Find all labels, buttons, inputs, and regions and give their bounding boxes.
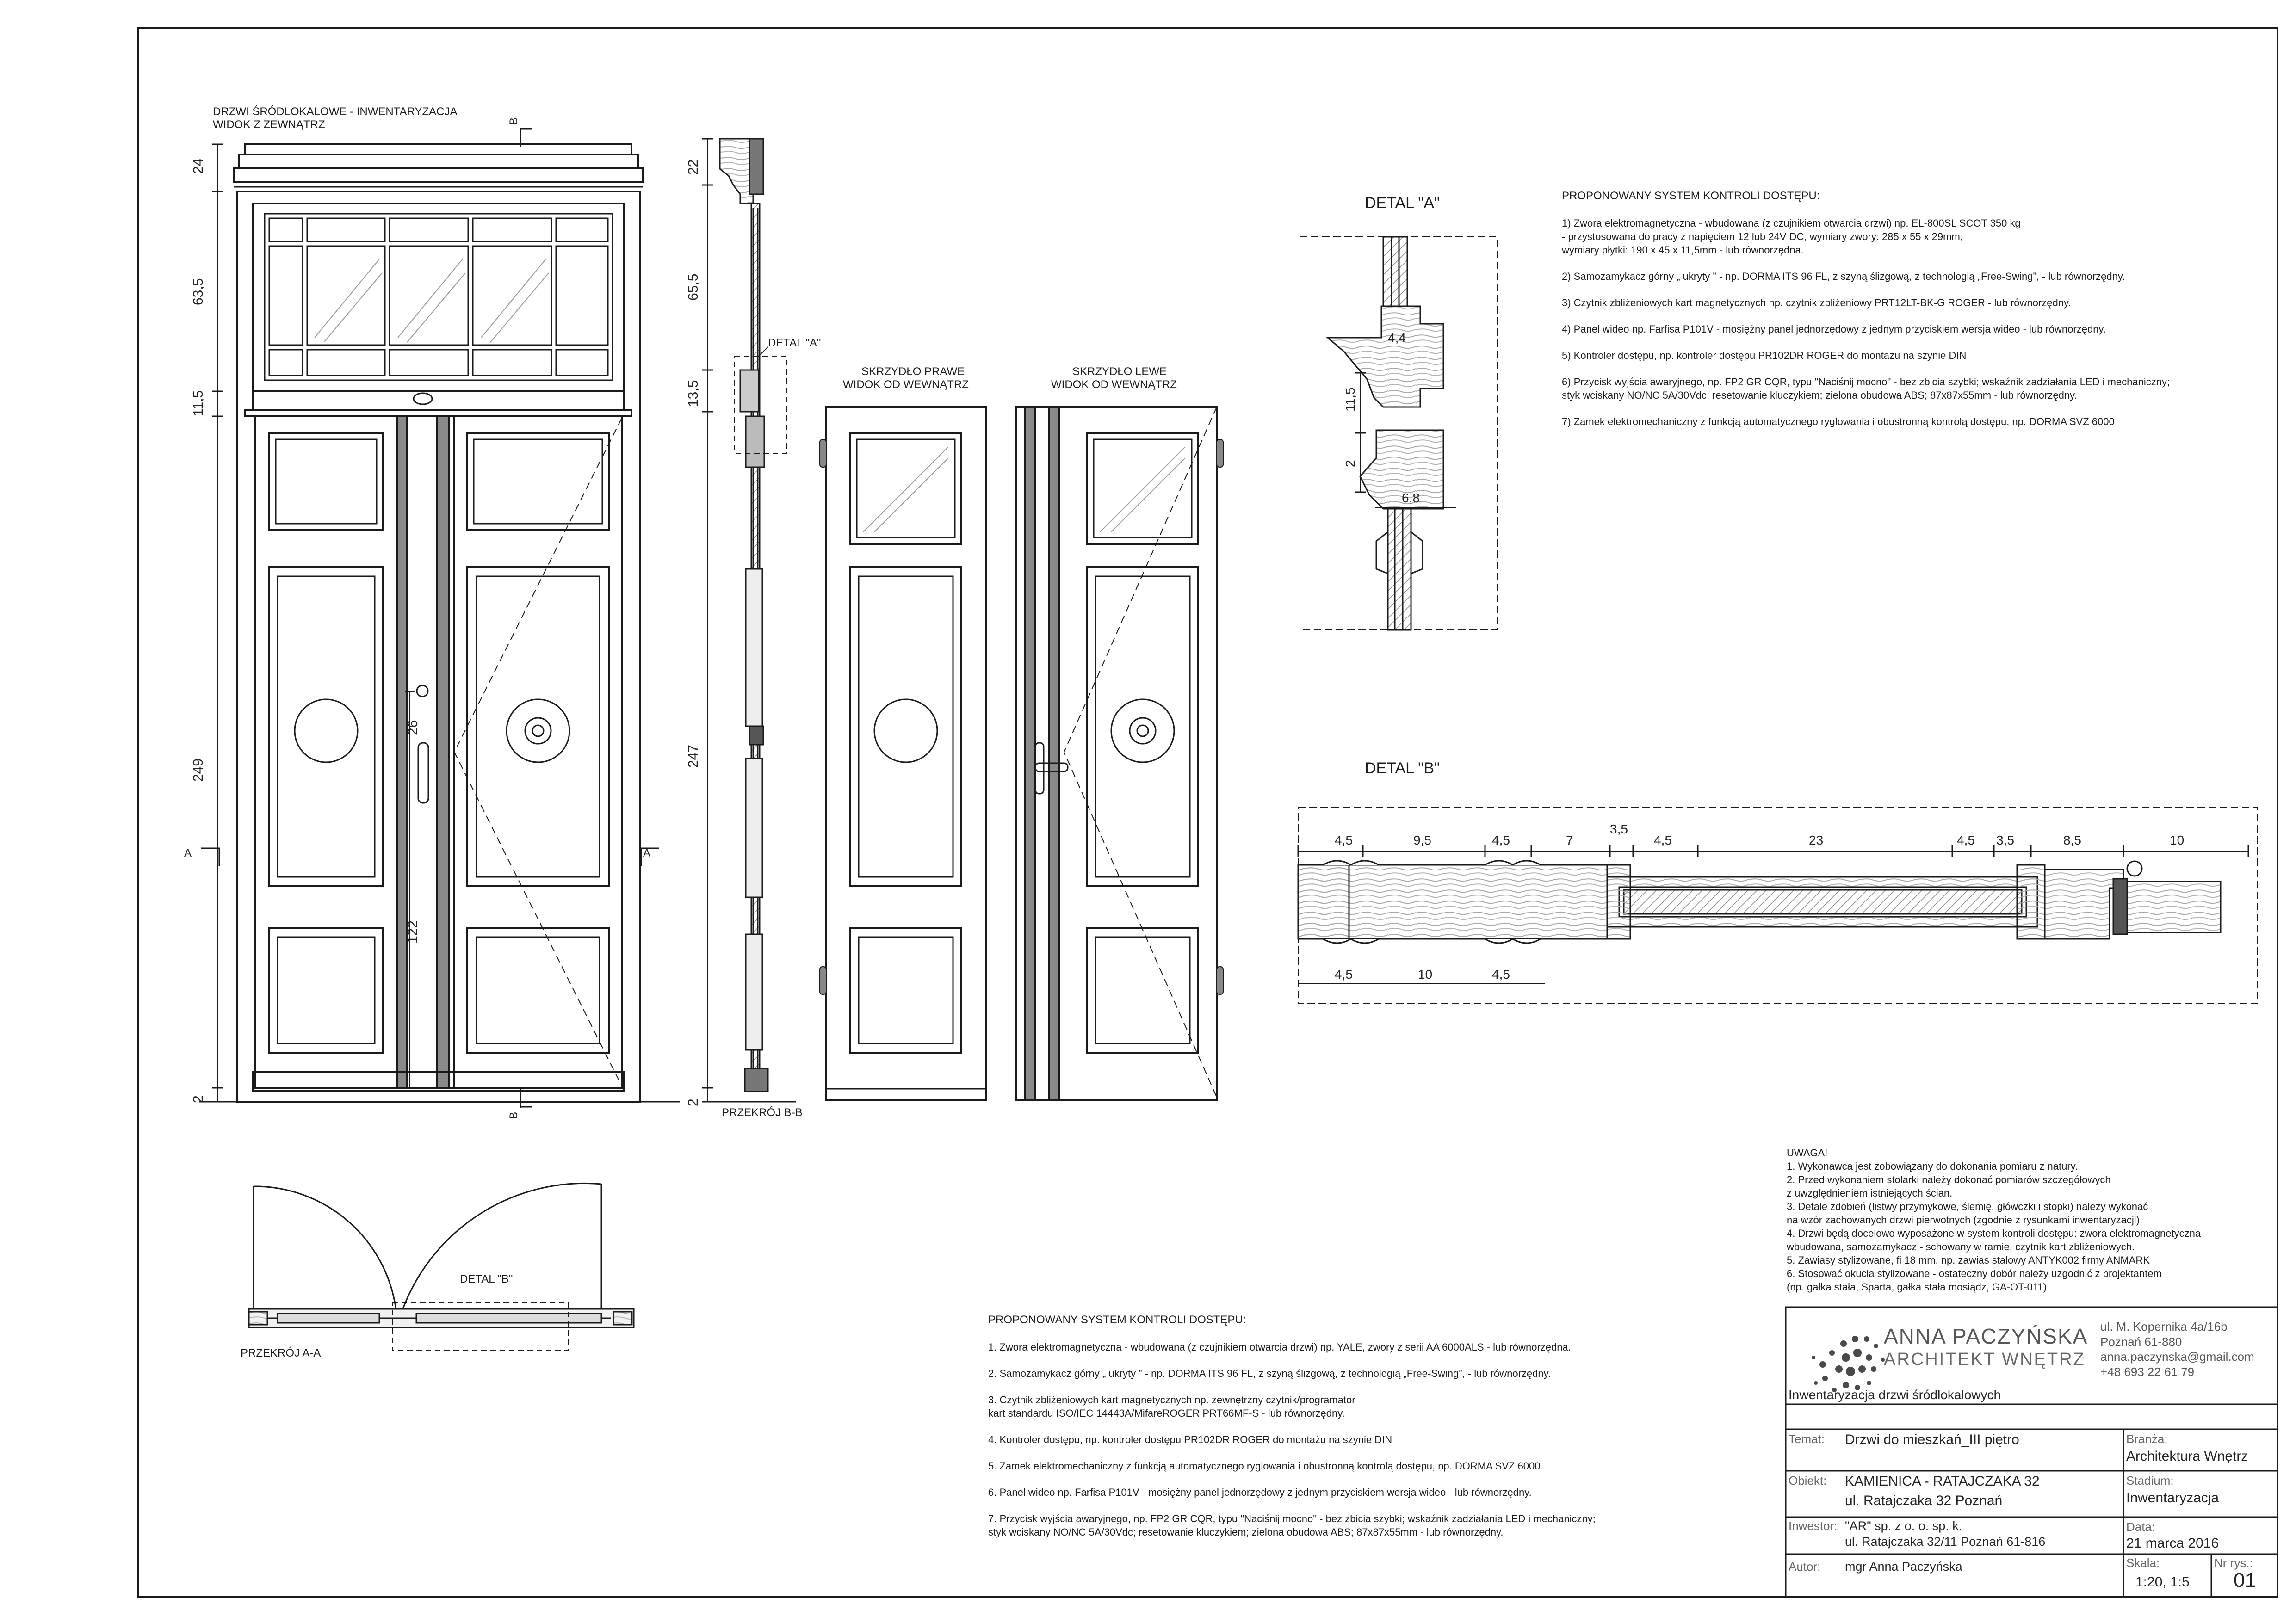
detail-b-dims-top: 4,5 9,5 4,5 7 3,5 4,5 23 4,5 3,5 8,5 10 [1335, 822, 2184, 847]
temat-label: Temat: [1789, 1432, 1825, 1446]
svg-text:4,5: 4,5 [1335, 967, 1353, 981]
mark-b-top: B [507, 117, 520, 125]
notes-block: UWAGA! 1. Wykonawca jest zobowiązany do … [1787, 1146, 2277, 1294]
section-a-a [248, 1182, 635, 1351]
bb-dim-247: 247 [686, 745, 701, 768]
bb-dim-2: 2 [686, 1098, 701, 1106]
dim-122: 122 [405, 920, 421, 944]
skala-label: Skala: [2126, 1556, 2160, 1570]
svg-text:4,5: 4,5 [1335, 833, 1353, 847]
access-bottom-heading: PROPONOWANY SYSTEM KONTROLI DOSTĘPU: [988, 1314, 1246, 1326]
obiekt-value-1: KAMIENICA - RATAJCZAKA 32 [1845, 1474, 2040, 1489]
leaf-left-title-2: WIDOK OD WEWNĄTRZ [1051, 378, 1177, 391]
da-dim-4-4: 4,4 [1388, 331, 1406, 345]
elevation-dims: 24 63,5 11,5 249 2 26 122 [191, 159, 421, 1103]
svg-text:9,5: 9,5 [1413, 833, 1431, 847]
obiekt-value-2: ul. Ratajczaka 32 Poznań [1845, 1493, 2003, 1508]
section-marks: B B A A [184, 117, 650, 1119]
section-b-b [702, 138, 796, 1103]
mark-a-right: A [643, 847, 650, 859]
bb-dim-22: 22 [686, 160, 701, 175]
leaf-right-title-2: WIDOK OD WEWNĄTRZ [843, 378, 969, 391]
detail-b-title: DETAL "B" [1365, 759, 1440, 777]
nr-value: 01 [2234, 1569, 2256, 1592]
access-control-top: PROPONOWANY SYSTEM KONTROLI DOSTĘPU: 1) … [1562, 189, 2256, 428]
skala-value: 1:20, 1:5 [2135, 1574, 2190, 1590]
mark-b-bottom: B [507, 1112, 520, 1119]
leaf-right-title-1: SKRZYDŁO PRAWE [861, 365, 965, 378]
svg-text:4,5: 4,5 [1492, 967, 1510, 981]
section-aa-detail-ref: DETAL "B" [460, 1273, 513, 1285]
detail-b-dims-bottom: 4,5 10 4,5 [1335, 967, 1510, 981]
stadium-label: Stadium: [2126, 1474, 2174, 1487]
dim-24: 24 [191, 159, 206, 174]
dim-26: 26 [405, 720, 421, 735]
inwestor-label: Inwestor: [1789, 1519, 1838, 1533]
elevation-title-1: DRZWI ŚRÓDLOKALOWE - INWENTARYZACJA [213, 105, 458, 118]
section-bb-dims: 22 65,5 13,5 247 2 [686, 160, 701, 1106]
access-control-bottom: PROPONOWANY SYSTEM KONTROLI DOSTĘPU: 1. … [988, 1313, 1738, 1539]
dim-11-5: 11,5 [191, 390, 206, 416]
da-dim-6-8: 6,8 [1402, 491, 1420, 505]
section-bb-label: PRZEKRÓJ B-B [722, 1106, 803, 1119]
svg-text:10: 10 [1418, 967, 1432, 981]
sheet-border [137, 27, 2278, 1598]
data-label: Data: [2126, 1520, 2155, 1534]
leaf-right-interior [819, 406, 987, 1101]
notes-heading: UWAGA! [1787, 1147, 1828, 1159]
autor-label: Autor: [1789, 1560, 1821, 1574]
svg-text:4,5: 4,5 [1957, 833, 1975, 847]
dim-63-5: 63,5 [191, 278, 206, 305]
inwestor-value-2: ul. Ratajczaka 32/11 Poznań 61-816 [1845, 1535, 2046, 1549]
da-dim-11-5: 11,5 [1343, 388, 1357, 412]
bb-dim-65-5: 65,5 [686, 274, 701, 301]
mark-a-left: A [184, 847, 192, 859]
svg-text:10: 10 [2170, 833, 2184, 847]
inwestor-value-1: "AR" sp. z o. o. sp. k. [1845, 1519, 1962, 1533]
stadium-value: Inwentaryzacja [2126, 1490, 2219, 1506]
section-aa-label: PRZEKRÓJ A-A [241, 1347, 321, 1359]
office-address: ul. M. Kopernika 4a/16b Poznań 61-880 an… [2100, 1320, 2254, 1379]
branza-value: Architektura Wnętrz [2126, 1449, 2248, 1464]
leaf-left-interior [1015, 406, 1224, 1101]
logo-mark [1812, 1336, 1885, 1392]
logo-name: ANNA PACZYŃSKA [1884, 1324, 2088, 1348]
temat-value: Drzwi do mieszkań_III piętro [1845, 1432, 2019, 1447]
elevation-title-2: WIDOK Z ZEWNĄTRZ [213, 118, 325, 131]
project-title: Inwentaryzacja drzwi śródlokalowych [1789, 1388, 2001, 1402]
detail-a-title: DETAL "A" [1365, 194, 1440, 212]
detail-a-dims: 4,4 11,5 2 6,8 [1343, 331, 1420, 505]
leaf-left-title-1: SKRZYDŁO LEWE [1072, 365, 1167, 378]
section-bb-detail-ref: DETAL "A" [768, 337, 821, 349]
bb-dim-13-5: 13,5 [686, 380, 701, 407]
svg-text:4,5: 4,5 [1654, 833, 1672, 847]
nr-label: Nr rys.: [2214, 1556, 2253, 1570]
data-value: 21 marca 2016 [2126, 1536, 2219, 1551]
detail-a [1300, 236, 1498, 631]
obiekt-label: Obiekt: [1789, 1474, 1827, 1487]
title-block-frame [1785, 1306, 2278, 1598]
door-elevation [199, 128, 680, 1108]
dim-2: 2 [191, 1095, 206, 1103]
detail-b [1297, 807, 2258, 1004]
svg-text:7: 7 [1566, 833, 1573, 847]
dim-249: 249 [191, 759, 206, 782]
svg-text:4,5: 4,5 [1492, 833, 1510, 847]
svg-text:23: 23 [1809, 833, 1823, 847]
logo-subtitle: ARCHITEKT WNĘTRZ [1884, 1350, 2086, 1369]
access-top-heading: PROPONOWANY SYSTEM KONTROLI DOSTĘPU: [1562, 190, 1820, 202]
autor-value: mgr Anna Paczyńska [1845, 1560, 1962, 1574]
svg-text:3,5: 3,5 [1610, 822, 1628, 836]
svg-text:8,5: 8,5 [2063, 833, 2081, 847]
da-dim-2: 2 [1343, 460, 1357, 467]
svg-text:3,5: 3,5 [1996, 833, 2014, 847]
branza-label: Branża: [2126, 1432, 2168, 1446]
